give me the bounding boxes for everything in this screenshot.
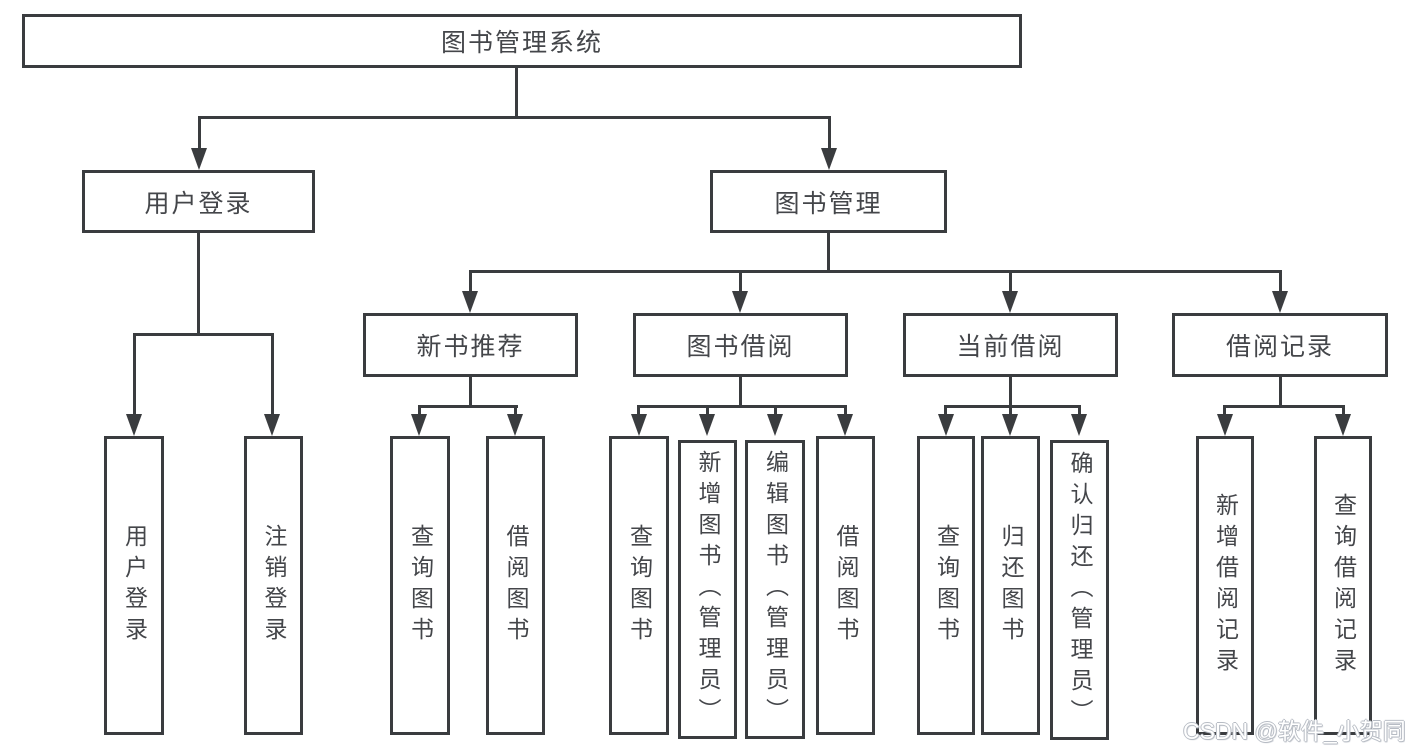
leaf-borrow-books: 借阅图书 xyxy=(486,436,545,735)
leaf-logout: 注销登录 xyxy=(244,436,303,735)
connector-line xyxy=(774,405,777,418)
connector-line xyxy=(827,233,830,273)
leaf-borrow-books: 借阅图书 xyxy=(816,436,875,735)
connector-line xyxy=(1342,405,1345,418)
arrow-down-icon xyxy=(1335,414,1351,436)
arrow-down-icon xyxy=(732,291,748,313)
leaf-confirm-return-admin: 确认归还（管理员） xyxy=(1050,440,1109,740)
leaf-query-books: 查询图书 xyxy=(390,436,450,735)
connector-line xyxy=(469,270,1282,273)
connector-line xyxy=(828,116,831,152)
connector-line xyxy=(514,405,517,418)
connector-line xyxy=(469,377,472,408)
arrow-down-icon xyxy=(938,414,954,436)
node-borrowing-records: 借阅记录 xyxy=(1172,313,1388,377)
node-library-management-system: 图书管理系统 xyxy=(22,14,1022,68)
connector-line xyxy=(637,405,640,418)
connector-line xyxy=(1223,405,1345,408)
connector-line xyxy=(637,405,847,408)
leaf-query-books: 查询图书 xyxy=(917,436,975,735)
connector-line xyxy=(515,68,518,118)
arrow-down-icon xyxy=(767,414,783,436)
arrow-down-icon xyxy=(411,414,427,436)
arrow-down-icon xyxy=(191,148,207,170)
connector-line xyxy=(418,405,421,418)
arrow-down-icon xyxy=(126,414,142,436)
arrow-down-icon xyxy=(264,414,280,436)
connector-line xyxy=(133,333,274,336)
connector-line xyxy=(1009,405,1012,418)
leaf-edit-book-admin: 编辑图书（管理员） xyxy=(745,440,805,739)
arrow-down-icon xyxy=(1272,291,1288,313)
arrow-down-icon xyxy=(821,148,837,170)
arrow-down-icon xyxy=(1002,414,1018,436)
arrow-down-icon xyxy=(507,414,523,436)
node-book-borrowing: 图书借阅 xyxy=(633,313,848,377)
leaf-add-borrow-record: 新增借阅记录 xyxy=(1196,436,1254,735)
connector-line xyxy=(1223,405,1226,418)
arrow-down-icon xyxy=(699,414,715,436)
arrow-down-icon xyxy=(837,414,853,436)
arrow-down-icon xyxy=(1217,414,1233,436)
connector-line xyxy=(469,270,472,294)
csdn-watermark: CSDN @软件_小贺同学 xyxy=(1183,718,1405,744)
node-new-book-recommend: 新书推荐 xyxy=(363,313,578,377)
connector-line xyxy=(198,116,201,152)
arrow-down-icon xyxy=(1002,291,1018,313)
connector-line xyxy=(844,405,847,418)
node-current-borrowing: 当前借阅 xyxy=(903,313,1118,377)
connector-line xyxy=(198,116,831,119)
leaf-query-borrow-record: 查询借阅记录 xyxy=(1314,436,1372,735)
connector-line xyxy=(1279,270,1282,294)
leaf-user-login: 用户登录 xyxy=(104,436,164,735)
leaf-query-books: 查询图书 xyxy=(609,436,669,735)
arrow-down-icon xyxy=(462,291,478,313)
connector-line xyxy=(944,405,947,418)
leaf-add-book-admin: 新增图书（管理员） xyxy=(678,440,737,739)
arrow-down-icon xyxy=(631,414,647,436)
connector-line xyxy=(944,405,1081,408)
connector-line xyxy=(1009,377,1012,408)
leaf-return-book: 归还图书 xyxy=(981,436,1040,735)
connector-line xyxy=(1078,405,1081,418)
connector-line xyxy=(197,233,200,336)
node-book-management: 图书管理 xyxy=(710,170,947,233)
arrow-down-icon xyxy=(1071,414,1087,436)
connector-line xyxy=(739,377,742,408)
connector-line xyxy=(739,270,742,294)
connector-line xyxy=(418,405,518,408)
connector-line xyxy=(1009,270,1012,294)
node-user-login: 用户登录 xyxy=(82,170,315,233)
connector-line xyxy=(706,405,709,418)
connector-line xyxy=(133,333,136,417)
connector-line xyxy=(271,333,274,417)
connector-line xyxy=(1279,377,1282,408)
